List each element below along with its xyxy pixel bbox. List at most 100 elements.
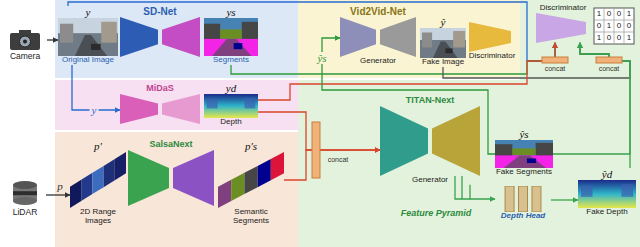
node-illustration: [3, 28, 47, 52]
art-shape: [128, 150, 169, 206]
node-caption: Generator: [380, 176, 480, 185]
node-caption: Discriminator: [467, 52, 517, 61]
art-shape: [432, 106, 480, 176]
art-shape: [220, 29, 242, 39]
concat-label: concat: [599, 65, 620, 73]
art-shape: [380, 17, 416, 57]
output-matrix: [594, 8, 634, 44]
concat-bar: [542, 57, 568, 63]
node-graphic: [120, 94, 200, 124]
network-block: TITAN-NextGenerator: [380, 96, 480, 185]
matrix-cell: 0: [627, 22, 631, 31]
art-shape: [120, 17, 158, 57]
node-caption: Fake Segments: [495, 168, 553, 177]
art-shape: [204, 39, 258, 56]
node-illustration: [218, 152, 284, 208]
node-graphic: [340, 17, 416, 57]
image-node: ŷsFake Segments: [495, 128, 553, 177]
node-heading: SD-Net: [120, 6, 200, 17]
art-shape: [70, 180, 81, 208]
art-shape: [422, 33, 432, 48]
art-shape: [101, 22, 117, 43]
edge-label: ŷs: [315, 52, 328, 64]
connector: [470, 185, 495, 199]
art-shape: [162, 17, 200, 57]
node-caption: Segments: [204, 56, 258, 65]
art-shape: [622, 184, 634, 197]
matrix-cell: 0: [607, 34, 611, 43]
node-caption: Depth Head: [495, 212, 551, 221]
image-node: ydDepth: [204, 82, 258, 127]
node-illustration: [495, 140, 553, 168]
connector: [68, 2, 555, 61]
node-illustration: [120, 17, 200, 57]
concat-bar: [596, 57, 622, 63]
node-caption: Generator: [340, 57, 416, 66]
art-shape: [75, 35, 107, 56]
matrix-cell: 0: [617, 22, 621, 31]
node-illustration: [380, 106, 480, 176]
vid2vid-region: [298, 0, 520, 78]
art-shape: [245, 98, 256, 109]
concat-bar: [312, 122, 320, 178]
node-caption: Semantic Segments: [218, 208, 284, 226]
camera-icon: Camera: [3, 28, 47, 61]
pyramid-lines: [455, 176, 470, 199]
node-graphic: [58, 18, 118, 56]
node-heading: SalsaNext: [128, 140, 214, 150]
connector: [580, 43, 630, 168]
art-shape: [244, 166, 257, 194]
node-illustration: [204, 94, 258, 118]
art-shape: [445, 48, 452, 53]
node-heading: ŷs: [495, 128, 553, 140]
art-shape: [13, 191, 37, 195]
matrix-cell: 0: [607, 10, 611, 19]
art-shape: [162, 94, 200, 124]
matrix-cell: 1: [627, 10, 631, 19]
art-shape: [433, 42, 458, 59]
art-shape: [207, 99, 218, 109]
node-graphic: [380, 106, 480, 176]
art-shape: [536, 13, 586, 43]
art-shape: [13, 181, 37, 189]
node-graphic: [495, 186, 551, 212]
network-block: SD-Net: [120, 6, 200, 57]
matrix-cell: 1: [607, 22, 611, 31]
node-heading: p′: [70, 140, 126, 152]
titan-region: [298, 80, 640, 247]
art-shape: [581, 186, 593, 197]
art-shape: [23, 40, 27, 44]
network-block: Vid2Vid-NetGenerator: [340, 6, 416, 66]
node-heading: yd: [204, 82, 258, 94]
art-shape: [173, 150, 214, 206]
node-heading: ŷd: [578, 168, 636, 180]
range-image: p′2D Range Images: [70, 140, 126, 226]
node-caption: Camera: [3, 52, 47, 61]
node-illustration: [70, 152, 126, 208]
art-shape: [512, 148, 535, 155]
concat-label: concat: [328, 156, 349, 164]
node-graphic: [4, 180, 46, 208]
art-shape: [532, 186, 541, 212]
node-graphic: [495, 140, 553, 168]
node-illustration: [534, 13, 592, 43]
art-shape: [92, 166, 103, 194]
image-node: ŷFake Image: [420, 16, 466, 67]
art-shape: [519, 186, 528, 212]
node-illustration: [340, 17, 416, 57]
node-heading: ŷ: [420, 16, 466, 28]
node-illustration: [467, 22, 517, 52]
node-graphic: [467, 22, 517, 52]
matrix-grid: [594, 8, 634, 44]
matrix-cell: 0: [617, 10, 621, 19]
art-shape: [340, 17, 376, 57]
node-caption: Depth: [204, 118, 258, 127]
network-block: MiDaS: [120, 84, 200, 124]
node-illustration: [4, 180, 46, 208]
lidar-region: [55, 132, 298, 247]
art-shape: [20, 36, 31, 47]
art-shape: [504, 155, 546, 168]
art-shape: [505, 186, 514, 212]
connector: [46, 194, 70, 195]
